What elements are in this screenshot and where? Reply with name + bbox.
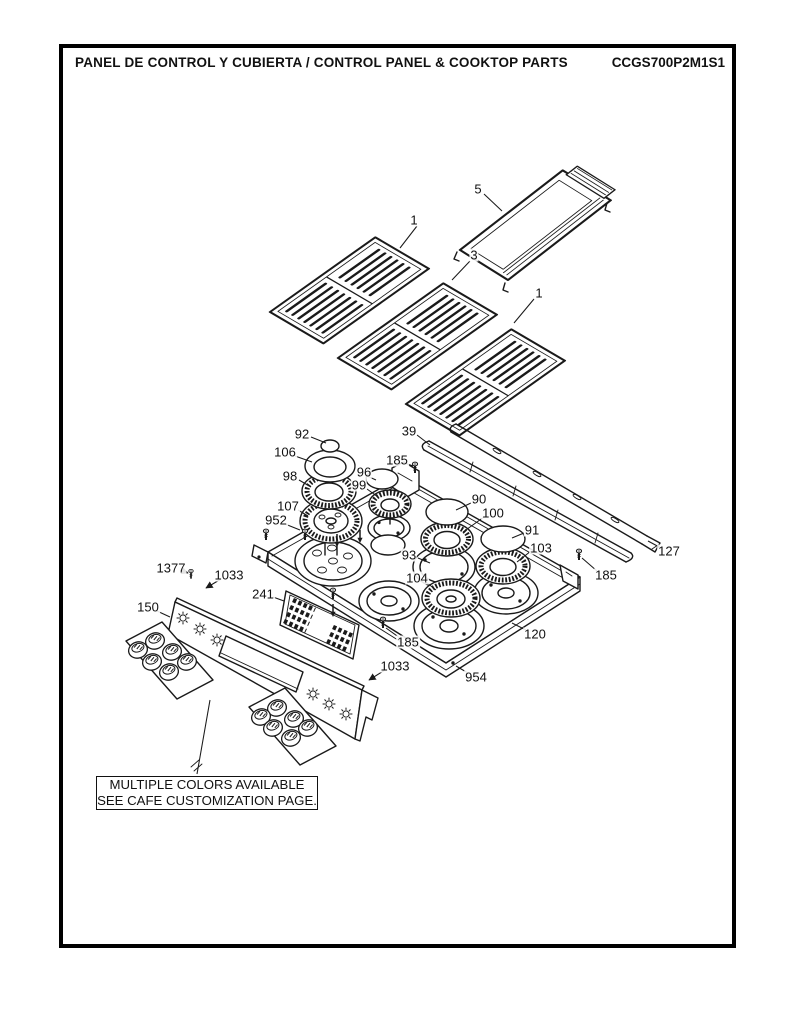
callout-rail-39: 39 [400,423,418,439]
burner-ring-98 [301,472,357,510]
front-rail-39 [421,440,634,563]
callout-burner-104: 104 [405,570,429,586]
callout-cap-90: 90 [470,491,488,507]
burner-103 [475,547,531,585]
callout-screws-952: 952 [264,512,288,528]
note-line-1: MULTIPLE COLORS AVAILABLE [109,777,305,793]
burner-107 [299,498,363,544]
callout-glass-1033-bottom: 1033 [379,658,411,674]
model-number: CCGS700P2M1S1 [611,55,725,70]
callout-grate-center: 3 [469,247,479,263]
griddle [453,165,616,293]
screw-1377 [187,568,195,580]
burner-stack-center [420,498,481,618]
callout-grate-right: 1 [534,285,544,301]
fasteners [187,461,583,665]
callout-display-241: 241 [251,586,275,602]
callout-main-top-120: 120 [523,626,547,642]
callout-screw-185-right: 185 [594,567,618,583]
callout-burner-ring-98: 98 [281,468,299,484]
burner-99 [368,489,412,519]
burner-grate-left [268,236,431,345]
callout-rail-127: 127 [657,543,681,559]
burner-100 [420,521,474,557]
control-panel-assembly [125,590,379,775]
callout-ring-93: 93 [400,547,418,563]
point-954 [451,661,455,665]
callout-burner-107: 107 [276,498,300,514]
callout-cap-96: 96 [355,464,373,480]
rear-rail-127 [449,423,661,553]
note-leader-line [196,699,211,775]
callout-panel-150: 150 [136,599,160,615]
callout-griddle: 5 [473,181,483,197]
burner-stack-left [299,439,363,556]
callout-burner-99: 99 [350,477,368,493]
note-line-2: SEE CAFE CUSTOMIZATION PAGE. [97,793,317,808]
cap-91 [480,525,526,553]
callout-burner-103: 103 [529,540,553,556]
callout-burner-100: 100 [481,505,505,521]
callout-screw-185-top: 185 [385,452,409,468]
cap-90 [425,498,469,526]
burner-grate-center [336,282,499,391]
callout-grate-left: 1 [409,212,419,228]
screw-185-right [575,548,583,561]
callout-screw-185-bottom: 185 [396,634,420,650]
color-note-box: MULTIPLE COLORS AVAILABLE SEE CAFE CUSTO… [96,776,318,810]
callout-ring-106: 106 [273,444,297,460]
burner-ring-left-front [358,580,420,622]
screw-952-a [262,528,270,541]
display-module-241 [279,590,360,660]
page-title: PANEL DE CONTROL Y CUBIERTA / CONTROL PA… [75,55,568,70]
burner-grate-right [404,328,567,437]
callout-cap-91: 91 [523,522,541,538]
diagram-header: PANEL DE CONTROL Y CUBIERTA / CONTROL PA… [75,55,725,70]
callout-cap-92: 92 [293,426,311,442]
callout-leader-lines [156,193,662,681]
callout-screw-954: 954 [464,669,488,685]
simmer-plate-oval [370,534,406,556]
burner-stack-right [475,525,531,585]
callout-screw-1377: 1377 [155,560,187,576]
callout-glass-1033-top: 1033 [213,567,245,583]
display-window [218,635,304,693]
ring-106 [304,449,356,483]
burner-104 [421,578,481,618]
